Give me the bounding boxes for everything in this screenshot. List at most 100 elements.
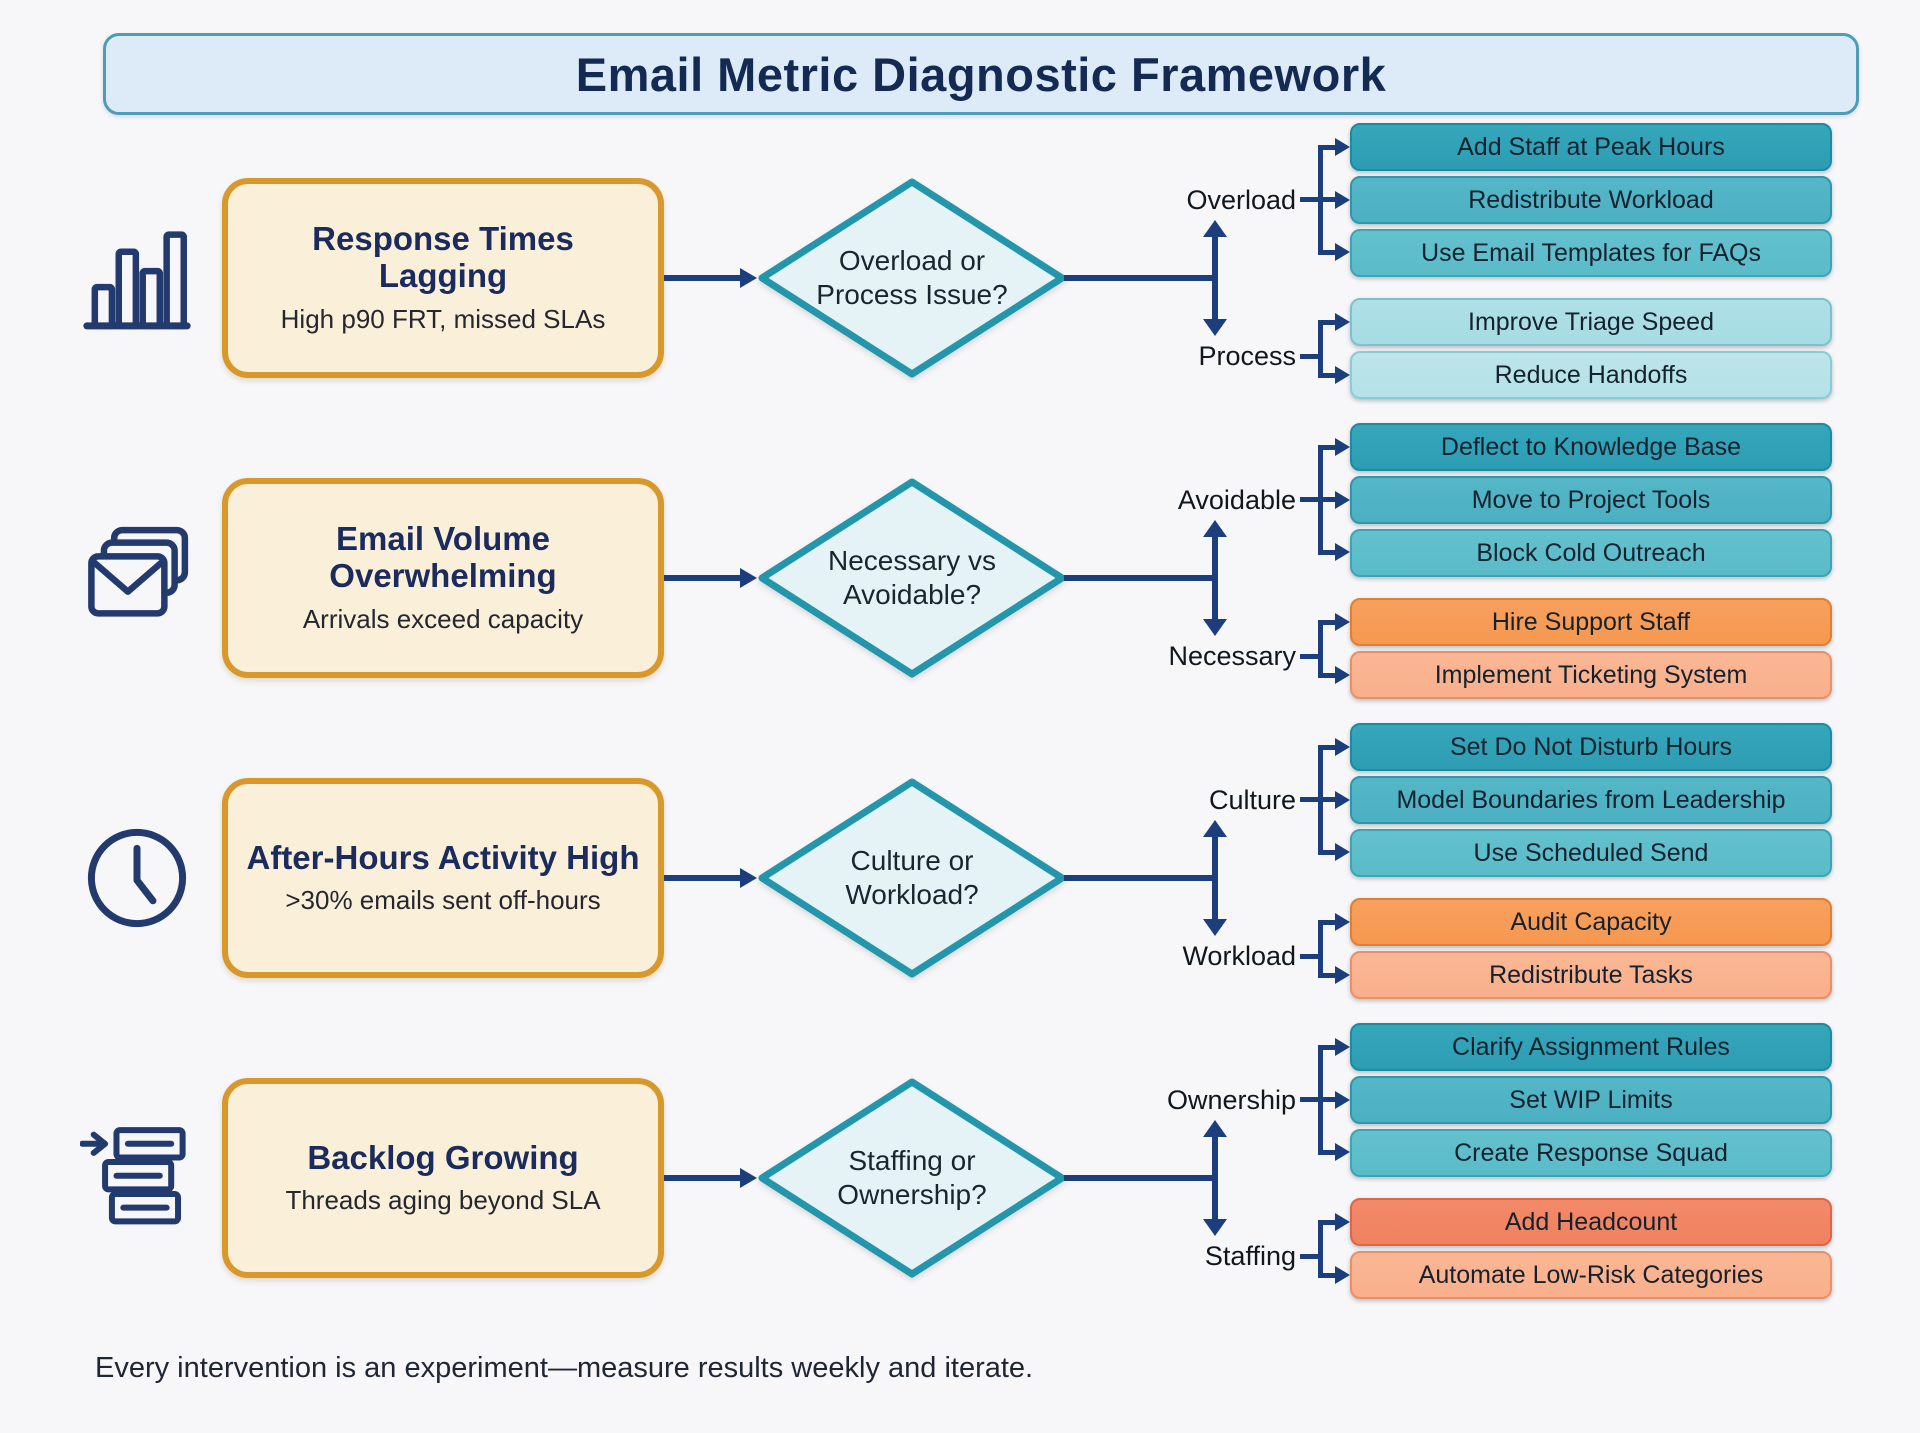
arrowhead-icon <box>740 868 757 888</box>
action-box: Audit Capacity <box>1350 898 1832 946</box>
action-box: Implement Ticketing System <box>1350 651 1832 699</box>
decision-text: Culture or Workload? <box>845 844 979 910</box>
problem-box: Response Times Lagging High p90 FRT, mis… <box>222 178 664 378</box>
arrow-down-icon <box>1203 319 1227 336</box>
connector-line <box>1318 1150 1336 1155</box>
arrowhead-icon <box>1335 366 1350 384</box>
connector-line <box>1318 1045 1336 1050</box>
arrowhead-icon <box>1335 491 1350 509</box>
branch-label: Culture <box>1208 785 1296 815</box>
connector-line <box>1300 197 1320 202</box>
connector-line <box>1064 575 1214 581</box>
arrow-up-icon <box>1203 220 1227 237</box>
action-box: Use Scheduled Send <box>1350 829 1832 877</box>
arrowhead-icon <box>1335 738 1350 756</box>
bracket-line <box>1318 920 1323 977</box>
arrow-down-icon <box>1203 919 1227 936</box>
connector-line <box>1300 1097 1320 1102</box>
action-box: Add Headcount <box>1350 1198 1832 1246</box>
arrow-up-icon <box>1203 820 1227 837</box>
branch-label: Staffing <box>1204 1241 1296 1271</box>
connector-line <box>1318 320 1336 325</box>
connector-line <box>1300 1254 1320 1259</box>
connector-line <box>1318 1220 1336 1225</box>
connector-line <box>1064 275 1214 281</box>
arrowhead-icon <box>1335 843 1350 861</box>
arrowhead-icon <box>1335 543 1350 561</box>
action-box: Reduce Handoffs <box>1350 351 1832 399</box>
diagnostic-row: Email Volume Overwhelming Arrivals excee… <box>0 423 1920 728</box>
arrowhead-icon <box>1335 1266 1350 1284</box>
bracket-line <box>1318 1220 1323 1277</box>
connector-line <box>1064 875 1214 881</box>
branch-label: Overload <box>1186 185 1296 215</box>
action-box: Block Cold Outreach <box>1350 529 1832 577</box>
connector-line <box>1318 145 1336 150</box>
connector-line <box>1318 620 1336 625</box>
connector-line <box>1318 497 1336 502</box>
problem-subtitle: >30% emails sent off-hours <box>285 885 601 916</box>
arrowhead-icon <box>1335 613 1350 631</box>
action-box: Use Email Templates for FAQs <box>1350 229 1832 277</box>
connector-line <box>1318 1273 1336 1278</box>
arrowhead-icon <box>1335 666 1350 684</box>
problem-title: Response Times Lagging <box>312 220 574 294</box>
action-box: Set WIP Limits <box>1350 1076 1832 1124</box>
diagnostic-row: After-Hours Activity High >30% emails se… <box>0 723 1920 1028</box>
connector-line <box>1318 745 1336 750</box>
connector-line <box>664 1175 744 1181</box>
problem-box: Backlog Growing Threads aging beyond SLA <box>222 1078 664 1278</box>
arrowhead-icon <box>1335 1213 1350 1231</box>
arrowhead-icon <box>1335 1038 1350 1056</box>
bar-chart-icon <box>80 221 194 335</box>
decision-diamond <box>758 1078 1066 1278</box>
action-box: Add Staff at Peak Hours <box>1350 123 1832 171</box>
connector-line <box>1318 797 1336 802</box>
connector-line <box>1300 654 1320 659</box>
connector-line <box>1300 497 1320 502</box>
arrowhead-icon <box>740 268 757 288</box>
email-stack-icon <box>80 521 194 635</box>
connector-line <box>1318 250 1336 255</box>
branch-label: Necessary <box>1168 641 1296 671</box>
action-box: Automate Low-Risk Categories <box>1350 1251 1832 1299</box>
arrow-up-icon <box>1203 520 1227 537</box>
connector-line <box>1318 445 1336 450</box>
action-box: Redistribute Tasks <box>1350 951 1832 999</box>
arrowhead-icon <box>740 568 757 588</box>
branch-split-line <box>1212 536 1218 620</box>
action-box: Clarify Assignment Rules <box>1350 1023 1832 1071</box>
connector-line <box>1300 354 1320 359</box>
decision-text: Staffing or Ownership? <box>837 1144 987 1210</box>
action-box: Redistribute Workload <box>1350 176 1832 224</box>
arrowhead-icon <box>1335 966 1350 984</box>
problem-subtitle: Threads aging beyond SLA <box>285 1185 601 1216</box>
rows-container: Response Times Lagging High p90 FRT, mis… <box>0 123 1920 1328</box>
decision-text: Necessary vs Avoidable? <box>827 544 997 610</box>
action-box: Create Response Squad <box>1350 1129 1832 1177</box>
problem-box: Email Volume Overwhelming Arrivals excee… <box>222 478 664 678</box>
action-box: Set Do Not Disturb Hours <box>1350 723 1832 771</box>
bracket-line <box>1318 320 1323 377</box>
arrow-down-icon <box>1203 1219 1227 1236</box>
connector-line <box>1318 673 1336 678</box>
decision-diamond <box>758 478 1066 678</box>
arrowhead-icon <box>1335 138 1350 156</box>
connector-line <box>1318 920 1336 925</box>
branch-label: Ownership <box>1166 1085 1296 1115</box>
arrowhead-icon <box>1335 1091 1350 1109</box>
arrowhead-icon <box>1335 791 1350 809</box>
diagnostic-row: Backlog Growing Threads aging beyond SLA… <box>0 1023 1920 1328</box>
problem-title: Email Volume Overwhelming <box>329 520 557 594</box>
branch-split-line <box>1212 836 1218 920</box>
action-box: Hire Support Staff <box>1350 598 1832 646</box>
connector-line <box>1318 1097 1336 1102</box>
problem-subtitle: High p90 FRT, missed SLAs <box>280 303 606 334</box>
connector-line <box>1318 550 1336 555</box>
arrowhead-icon <box>1335 1143 1350 1161</box>
problem-title: Backlog Growing <box>307 1138 579 1176</box>
arrowhead-icon <box>1335 191 1350 209</box>
connector-line <box>1300 954 1320 959</box>
connector-line <box>1318 373 1336 378</box>
